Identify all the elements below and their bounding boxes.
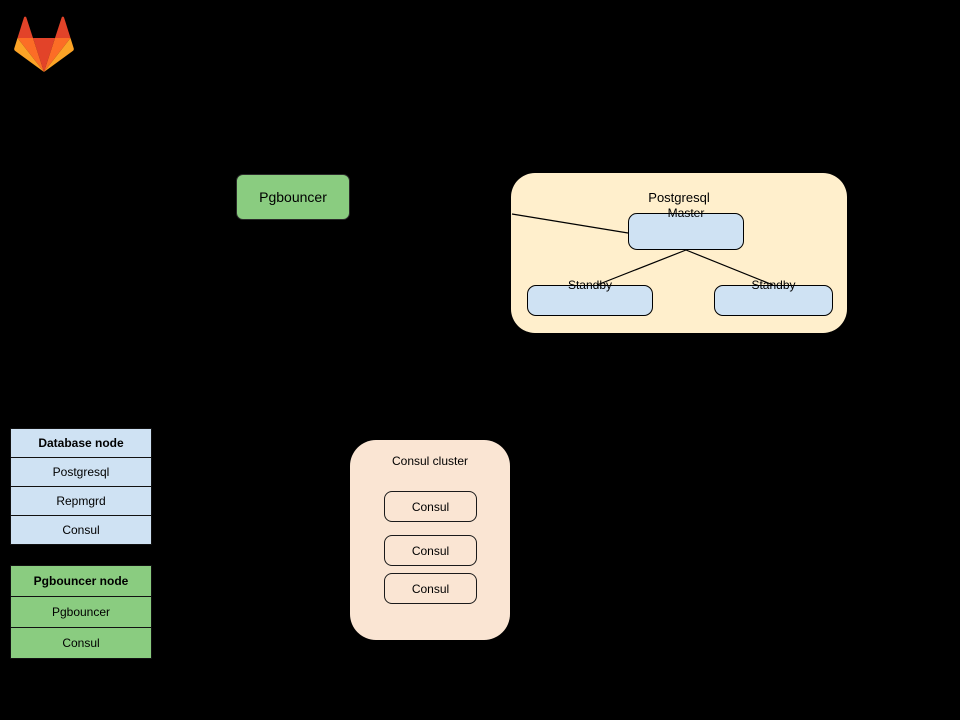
gitlab-tanuki-logo: [14, 16, 74, 72]
postgresql-standby-label-2: Standby: [751, 278, 796, 292]
legend-pgbouncer-node-row: Pgbouncer: [10, 596, 152, 628]
consul-cluster-title: Consul cluster: [391, 454, 469, 468]
legend-database-node-row: Consul: [10, 515, 152, 545]
consul-node-label-3: Consul: [411, 581, 450, 596]
consul-node-box-3[interactable]: Consul: [384, 573, 477, 604]
legend-pgbouncer-node: Pgbouncer node Pgbouncer Consul: [10, 565, 152, 659]
consul-node-box-2[interactable]: Consul: [384, 535, 477, 566]
legend-database-node-row: Postgresql: [10, 457, 152, 487]
pgbouncer-node-box[interactable]: Pgbouncer: [236, 174, 350, 220]
postgresql-standby-label-1: Standby: [567, 278, 613, 292]
consul-node-label-2: Consul: [411, 543, 450, 558]
postgresql-cluster-container: Postgresql Master Standby Standby: [511, 173, 847, 333]
legend-database-node-header: Database node: [10, 428, 152, 458]
gitlab-tanuki-icon: [14, 16, 74, 72]
postgresql-standby-box-1[interactable]: Standby: [527, 278, 653, 316]
legend-database-node: Database node Postgresql Repmgrd Consul: [10, 428, 152, 545]
consul-cluster-container: Consul cluster Consul Consul Consul: [350, 440, 510, 640]
legend-pgbouncer-node-header: Pgbouncer node: [10, 565, 152, 597]
consul-node-label-1: Consul: [411, 499, 450, 514]
consul-node-box-1[interactable]: Consul: [384, 491, 477, 522]
pgbouncer-node-label: Pgbouncer: [259, 189, 327, 205]
postgresql-master-box[interactable]: Master: [628, 206, 744, 250]
postgresql-connection-edges: [511, 213, 774, 286]
legend-database-node-row: Repmgrd: [10, 486, 152, 516]
postgresql-cluster-title: Postgresql: [648, 190, 710, 205]
legend-pgbouncer-node-row: Consul: [10, 627, 152, 659]
postgresql-standby-box-2[interactable]: Standby: [714, 278, 833, 316]
postgresql-master-label: Master: [667, 206, 705, 220]
